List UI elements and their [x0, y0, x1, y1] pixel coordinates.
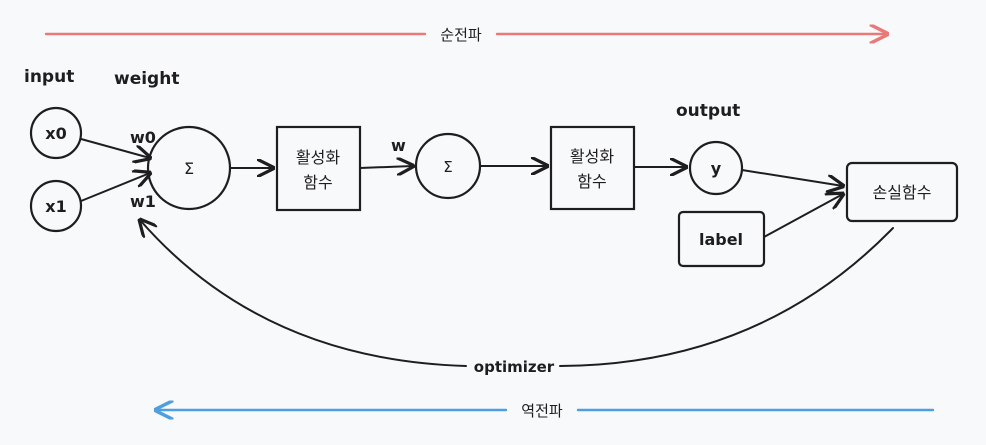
- x0-text: x0: [45, 124, 66, 143]
- optimizer-label: optimizer: [474, 358, 555, 376]
- input-node-x0: x0: [29, 106, 83, 160]
- input-label: input: [24, 67, 74, 87]
- optimizer-arc: optimizer: [140, 220, 894, 376]
- weight-label: weight: [114, 69, 179, 89]
- sum1-symbol: Σ: [184, 159, 194, 178]
- edge-y-loss: [741, 169, 843, 186]
- loss-function-box: 손실함수: [845, 161, 959, 223]
- edge-x1-sum1: [80, 173, 150, 202]
- forward-propagation-arrow: 순전파: [44, 26, 887, 44]
- input-node-x1: x1: [29, 179, 83, 233]
- act2-line2: 함수: [577, 172, 606, 191]
- optimizer-arc-right: [559, 227, 894, 367]
- edge-act1-sum2: [359, 166, 413, 168]
- forward-label: 순전파: [440, 26, 482, 44]
- sum-node-1: Σ: [146, 125, 232, 211]
- x1-text: x1: [45, 197, 66, 216]
- label-text: label: [699, 230, 743, 249]
- w0-label: w0: [130, 128, 156, 147]
- output-node-y: y: [688, 140, 744, 196]
- output-label: output: [676, 101, 740, 121]
- act1-line2: 함수: [303, 173, 332, 192]
- label-box: label: [677, 210, 766, 268]
- optimizer-arc-left: [140, 220, 467, 367]
- act1-line1: 활성화: [296, 148, 340, 167]
- backward-label: 역전파: [521, 402, 563, 420]
- y-text: y: [711, 159, 722, 178]
- loss-text: 손실함수: [873, 183, 932, 202]
- sum-node-2: Σ: [414, 132, 482, 200]
- w-label: w: [391, 136, 406, 155]
- edge-label-loss: [763, 194, 843, 238]
- w1-label: w1: [130, 192, 156, 211]
- sum2-symbol: Σ: [443, 158, 452, 176]
- edge-x0-sum1: [80, 138, 150, 158]
- backward-propagation-arrow: 역전파: [156, 402, 935, 420]
- act2-line1: 활성화: [570, 147, 614, 166]
- activation-box-2: 활성화 함수: [549, 125, 636, 211]
- activation-box-1: 활성화 함수: [275, 125, 362, 212]
